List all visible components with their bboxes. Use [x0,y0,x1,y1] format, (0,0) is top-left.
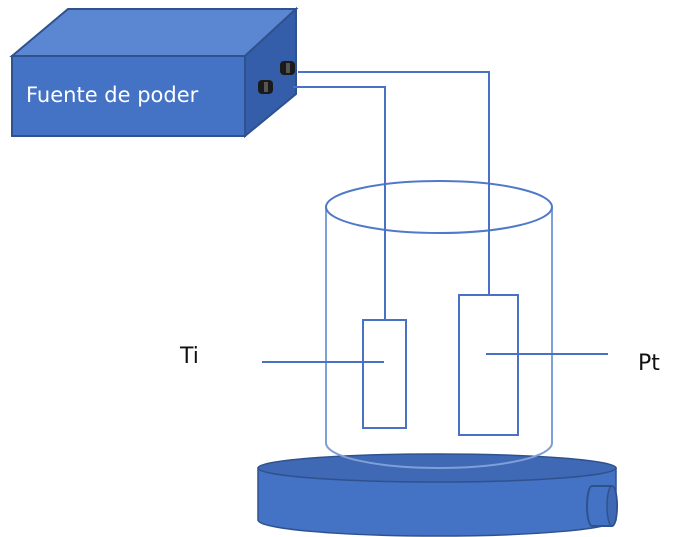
pt-electrode [458,294,519,436]
ti-label: Ti [179,344,199,369]
stirrer-base [257,453,618,537]
beaker-rim [325,180,553,234]
terminal-negative [258,80,273,94]
pt-label: Pt [638,351,660,376]
wire-to-pt [298,71,490,295]
terminal-positive [280,61,295,75]
stirrer-knob-face [606,485,618,527]
beaker [325,180,553,469]
power-supply-front [11,55,246,137]
wire-to-ti [293,86,386,320]
power-supply-label: Fuente de poder [26,83,199,107]
power-supply: Fuente de poder [9,6,299,139]
ti-electrode [362,319,407,429]
beaker-body [325,207,553,469]
